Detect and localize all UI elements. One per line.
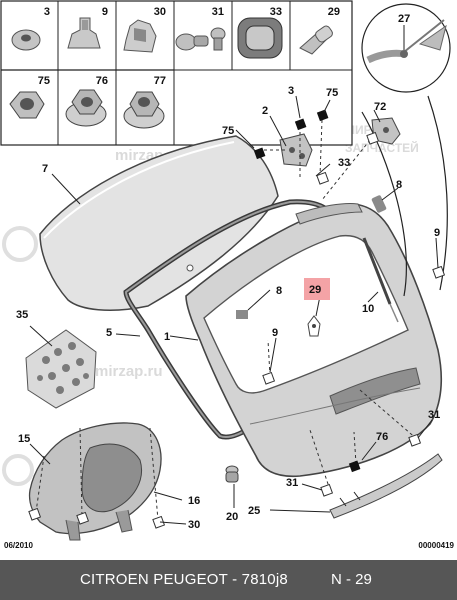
callout-number: 31: [428, 409, 440, 421]
flange-nut-icon: [65, 89, 107, 127]
watermark-logo-icon: [2, 454, 34, 486]
callout-number: 5: [106, 327, 112, 339]
callout-number: 33: [338, 157, 350, 169]
callout-number: 76: [376, 431, 388, 443]
hinge-bracket: [279, 133, 313, 167]
gas-strut: [362, 237, 399, 323]
table-number: 77: [154, 75, 166, 87]
footer-position: N - 29: [331, 571, 372, 588]
interior-lining-panel: [28, 422, 162, 541]
callout-number: 1: [164, 331, 170, 343]
table-number: 31: [212, 6, 224, 18]
detail-circle-27: 27: [361, 3, 451, 93]
callout-number: 75: [326, 87, 338, 99]
hex-nut-icon: [9, 91, 45, 119]
date-code: 06/2010: [4, 541, 33, 550]
highlight-box: [304, 278, 330, 300]
table-number: 9: [102, 6, 108, 18]
callout-number: 72: [374, 101, 386, 113]
table-number: 75: [38, 75, 50, 87]
rubber-buffer: [371, 195, 387, 213]
watermark-site: mirzap.ru: [95, 363, 163, 380]
table-number: 33: [270, 6, 282, 18]
grommet-icon: [237, 17, 283, 59]
callout-number: 30: [188, 519, 200, 531]
leader-curve: [361, 111, 407, 297]
callout-number: 9: [434, 227, 440, 239]
callout-number: 7: [42, 163, 48, 175]
bracket-clip-icon: [123, 19, 157, 53]
rubber-buffer-icon: [299, 25, 333, 55]
table-number: 30: [154, 6, 166, 18]
watermark-brand: ЗАПЧАСТЕЙ: [345, 140, 419, 155]
exploded-parts-diagram: МИР ЗАПЧАСТЕЙ mirzap.ru МИР ЗАПЧАСТЕЙ mi…: [0, 0, 455, 550]
footer-bar: CITROEN PEUGEOT - 7810j8 N - 29: [0, 560, 457, 600]
watermark-logo-icon: [2, 226, 38, 262]
footer-title: CITROEN PEUGEOT - 7810j8: [80, 571, 288, 588]
table-number: 3: [44, 6, 50, 18]
fastener-markers: [28, 109, 446, 529]
callout-number: 10: [362, 303, 374, 315]
callout-labels: 2 3 75 75 72 33 8 8 7 9 9 10 29 35 5 1 1…: [16, 85, 440, 531]
lock-bracket: [371, 117, 401, 145]
callout-number: 31: [286, 477, 298, 489]
rubber-buffer: [236, 310, 248, 319]
fixings-kit: [25, 329, 97, 409]
callout-number: 3: [288, 85, 294, 97]
stop-buffer: [225, 465, 239, 483]
table-number: 29: [328, 6, 340, 18]
callout-number: 35: [16, 309, 28, 321]
document-number: 00000419: [418, 541, 454, 550]
dashed-leaders: [35, 119, 419, 521]
callout-leaders: [29, 95, 439, 525]
leader-curve: [427, 95, 448, 291]
callout-number: 15: [18, 433, 30, 445]
callout-number: 2: [262, 105, 268, 117]
callout-number: 16: [188, 495, 200, 507]
table-number: 76: [96, 75, 108, 87]
callout-number: 75: [222, 125, 234, 137]
callout-number: 9: [272, 327, 278, 339]
plug-rivet-icon: [175, 27, 226, 51]
callout-number: 8: [396, 179, 402, 191]
cap-nut-icon: [123, 91, 165, 129]
callout-number-highlighted: 29: [309, 284, 321, 296]
callout-number: 8: [276, 285, 282, 297]
flat-washer-icon: [11, 29, 41, 51]
peugeot-emblem-icon: [307, 315, 321, 337]
push-clip-icon: [67, 17, 101, 49]
callout-number: 25: [248, 505, 260, 517]
rear-glass-panel: [39, 135, 279, 311]
chrome-trim-strip: [329, 453, 443, 519]
callout-number: 27: [398, 13, 410, 25]
callout-number: 20: [226, 511, 238, 523]
parts-table: 3 9 30 31 33 29 75 76 77: [0, 0, 353, 146]
